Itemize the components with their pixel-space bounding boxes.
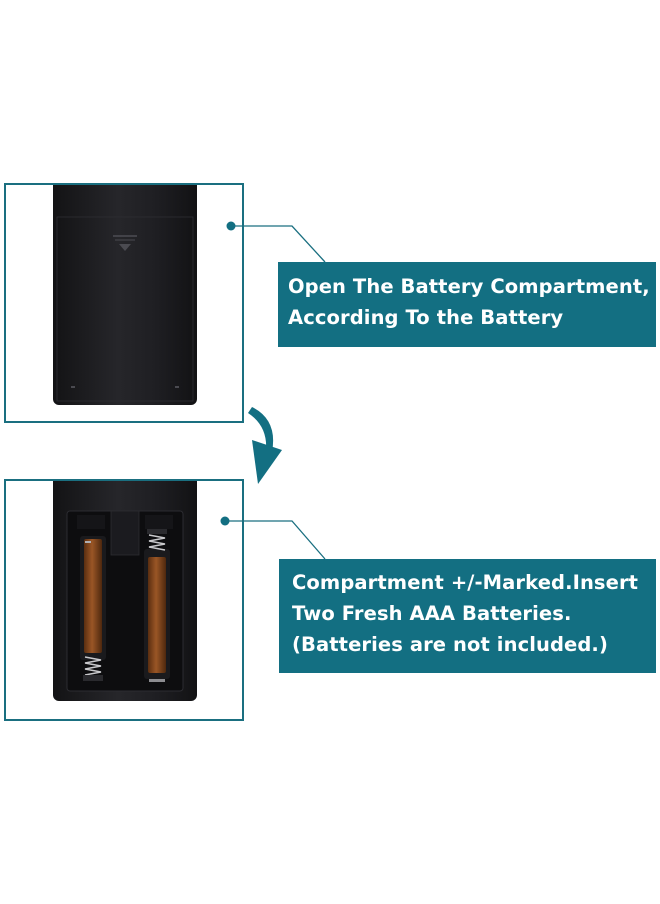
- step-2-instruction: Compartment +/-Marked.Insert Two Fresh A…: [279, 559, 656, 673]
- battery-cover-detail: [56, 216, 194, 402]
- step-1-line-2: According To the Battery: [288, 306, 564, 329]
- battery-compartment-detail: [66, 510, 184, 692]
- step-2-image-frame: [4, 479, 244, 721]
- step-1-line-1: Open The Battery Compartment,: [288, 275, 650, 298]
- step-1-image-frame: [4, 183, 244, 423]
- connector-dot-icon: [226, 221, 236, 231]
- step-1-instruction: Open The Battery Compartment, According …: [278, 262, 656, 347]
- step-2-line-3: (Batteries are not included.): [292, 633, 608, 656]
- down-arrow-icon: [248, 407, 282, 484]
- step-2-line-1: Compartment +/-Marked.Insert: [292, 571, 639, 594]
- remote-back-closed-image: [53, 185, 197, 405]
- step-2-line-2: Two Fresh AAA Batteries.: [292, 602, 572, 625]
- connector-dot-icon: [220, 516, 230, 526]
- remote-back-open-image: [53, 481, 197, 701]
